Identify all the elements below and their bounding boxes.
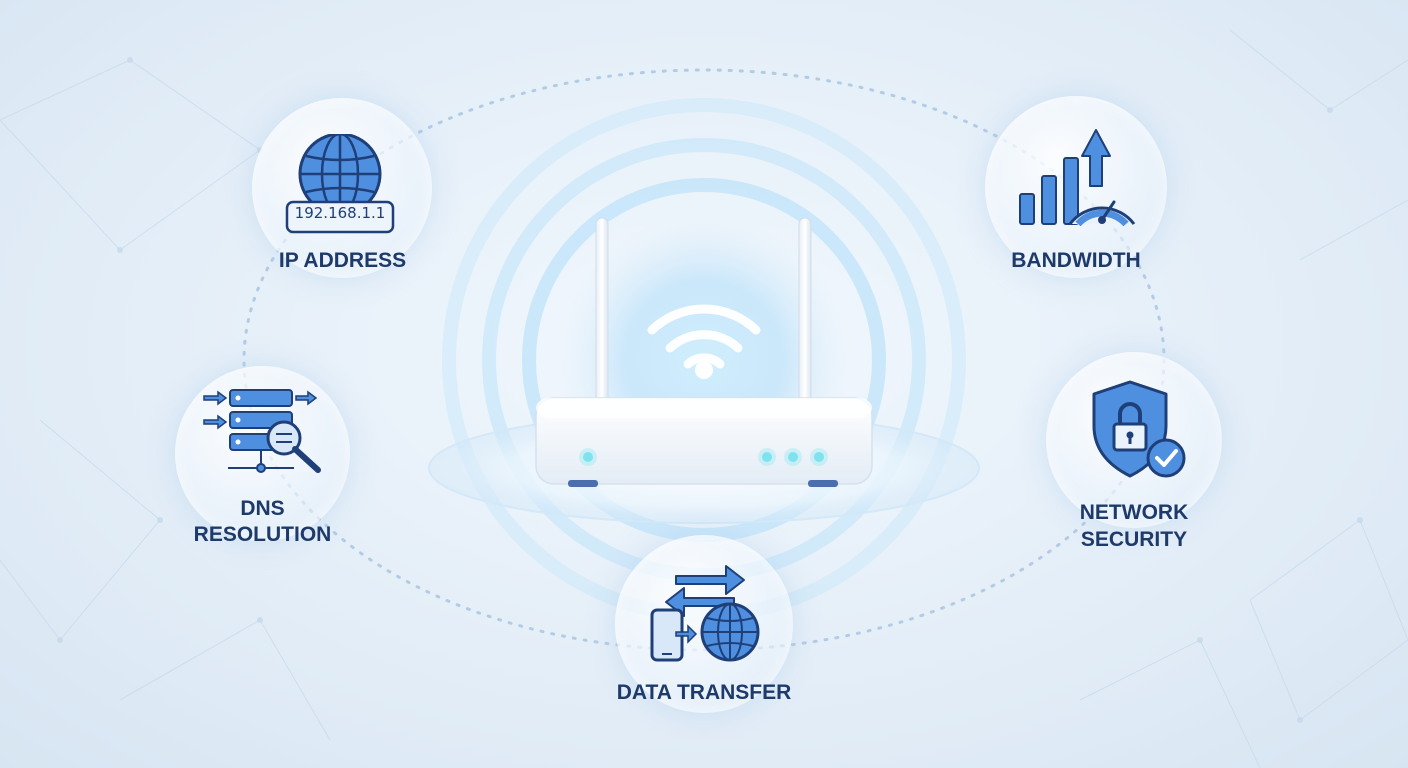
bandwidth-label: BANDWIDTH bbox=[1011, 249, 1141, 272]
data-transfer-icon bbox=[650, 565, 760, 662]
dns-server-icon bbox=[203, 389, 321, 473]
network-security-label-line2: SECURITY bbox=[1080, 528, 1188, 551]
bandwidth-gauge-icon bbox=[1019, 129, 1136, 226]
globe-icon bbox=[285, 134, 395, 234]
data-transfer-label: DATA TRANSFER bbox=[616, 681, 792, 704]
ip-address-value: 192.168.1.1 bbox=[294, 204, 386, 222]
dns-resolution-label-line1: DNS bbox=[240, 497, 285, 520]
router bbox=[535, 397, 873, 487]
router-antennas bbox=[595, 217, 812, 409]
shield-lock-icon bbox=[1092, 380, 1186, 478]
network-security-label-line1: NETWORK bbox=[1079, 501, 1189, 524]
dns-resolution-label-line2: RESOLUTION bbox=[193, 523, 332, 546]
ip-address-label: IP ADDRESS bbox=[278, 249, 407, 272]
wifi-icon bbox=[647, 304, 761, 369]
